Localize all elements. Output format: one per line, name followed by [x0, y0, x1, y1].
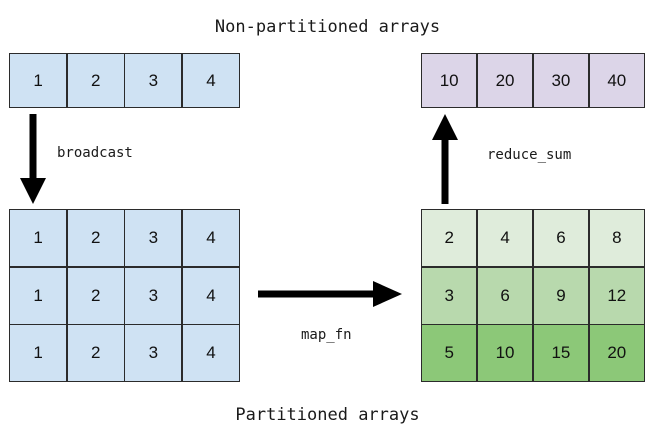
array-cell: 1	[10, 54, 67, 107]
array-cell: 30	[533, 54, 589, 107]
array-cell: 12	[589, 267, 644, 324]
map-fn-arrow-icon	[258, 281, 402, 307]
array-cell: 40	[589, 54, 644, 107]
array-cell: 4	[182, 325, 239, 381]
array-cell: 2	[67, 54, 124, 107]
array-cell: 3	[125, 267, 182, 324]
array-cell: 5	[422, 325, 477, 381]
broadcast-arrow-label: broadcast	[57, 145, 133, 161]
array-cell: 1	[10, 325, 67, 381]
array-cell: 1	[10, 267, 67, 324]
array-cell: 3	[125, 325, 182, 381]
non-partitioned-arrays-caption: Non-partitioned arrays	[214, 17, 441, 37]
array-cell: 2	[67, 267, 124, 324]
array-cell: 3	[125, 210, 182, 266]
array-cell: 4	[182, 210, 239, 266]
array-cell: 6	[477, 267, 533, 324]
array-cell: 15	[533, 325, 589, 381]
array-cell: 8	[589, 210, 644, 266]
reduce-sum-arrow-icon	[432, 114, 458, 204]
array-cell: 2	[422, 210, 477, 266]
array-cell: 20	[589, 325, 644, 381]
array-cell: 4	[182, 54, 239, 107]
array-cell: 3	[125, 54, 182, 107]
partitioned-arrays-caption: Partitioned arrays	[235, 405, 420, 425]
broadcast-arrow-icon	[20, 114, 46, 204]
array-cell: 20	[477, 54, 533, 107]
array-cell: 4	[477, 210, 533, 266]
array-cell: 2	[67, 210, 124, 266]
reduce-sum-arrow-label: reduce_sum	[487, 147, 572, 163]
array-cell: 1	[10, 210, 67, 266]
array-cell: 4	[182, 267, 239, 324]
array-cell: 2	[67, 325, 124, 381]
map-fn-arrow-label: map_fn	[301, 327, 352, 343]
array-cell: 6	[533, 210, 589, 266]
array-cell: 9	[533, 267, 589, 324]
array-cell: 10	[422, 54, 477, 107]
array-cell: 10	[477, 325, 533, 381]
array-cell: 3	[422, 267, 477, 324]
